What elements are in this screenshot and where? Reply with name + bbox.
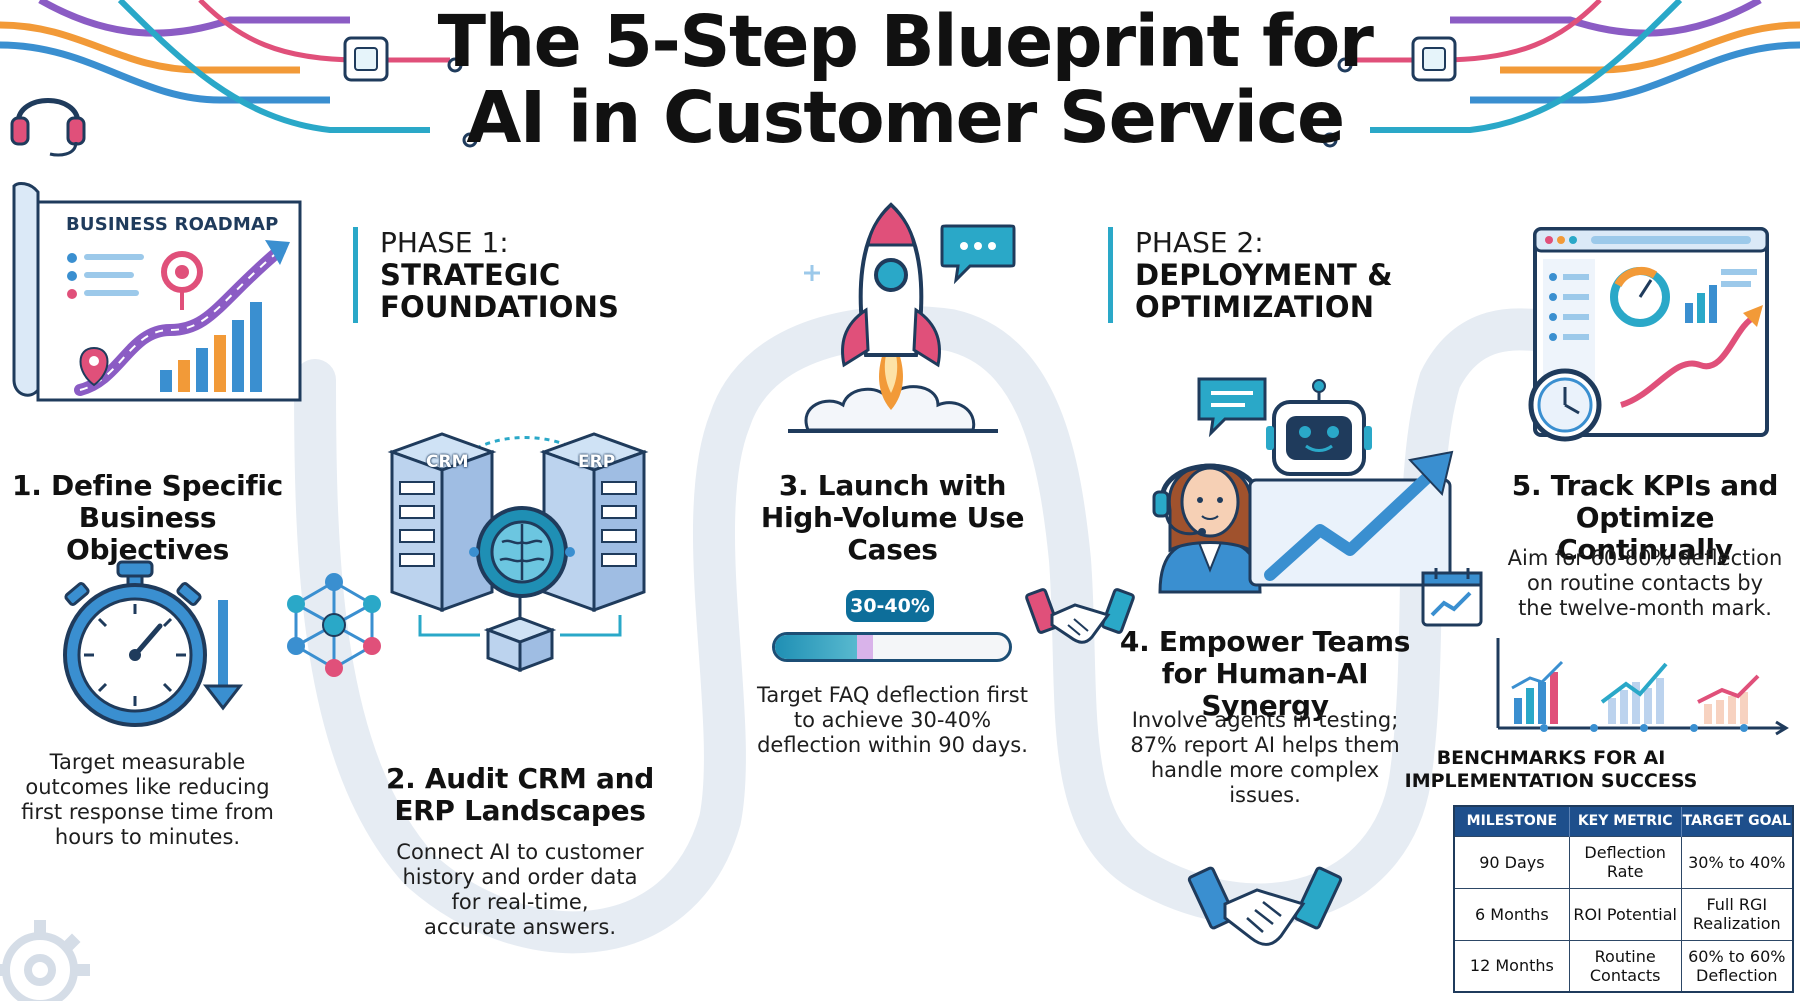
table-row: 12 Months Routine Contacts 60% to 60% De… <box>1453 939 1794 993</box>
step-5-title: 5. Track KPIs and Optimize Continually <box>1490 470 1800 566</box>
phase-1-heading: PHASE 1: STRATEGIC FOUNDATIONS <box>353 227 619 323</box>
table-cell: 30% to 40% <box>1680 835 1794 889</box>
step-5-desc-line-2: on routine contacts by <box>1526 571 1764 595</box>
table-cell: ROI Potential <box>1568 887 1682 941</box>
step-2-description: Connect AI to customer history and order… <box>370 840 670 940</box>
step-3-title-line-3: Cases <box>847 533 938 566</box>
roadmap-label: BUSINESS ROADMAP <box>66 214 279 235</box>
headset-icon <box>10 98 86 157</box>
table-cell: Full RGI Realization <box>1680 887 1794 941</box>
phase-1-label: PHASE 1: <box>380 226 509 259</box>
step-3-title: 3. Launch with High-Volume Use Cases <box>740 470 1045 566</box>
phase-1-name-line-2: FOUNDATIONS <box>380 290 620 324</box>
step-1-title: 1. Define Specific Business Objectives <box>0 470 295 566</box>
title-line-1: The 5-Step Blueprint for <box>437 0 1374 83</box>
step-1-desc-line-3: first response time from <box>21 800 274 824</box>
roadmap-icon <box>12 182 302 402</box>
step-5-description: Aim for 60-80% deflection on routine con… <box>1490 546 1800 621</box>
benchmarks-table: MILESTONE KEY METRIC TARGET GOAL 90 Days… <box>1453 805 1794 993</box>
dashboard-icon <box>1528 227 1769 442</box>
step-3-desc-line-2: to achieve 30-40% <box>793 708 992 732</box>
chat-bubble-icon <box>1197 377 1267 438</box>
table-row: 90 Days Deflection Rate 30% to 40% <box>1453 835 1794 889</box>
step-3-desc-line-3: deflection within 90 days. <box>757 733 1028 757</box>
step-1-title-line-2: Business Objectives <box>66 501 229 566</box>
table-cell: 12 Months <box>1453 939 1570 993</box>
step-2-title: 2. Audit CRM and ERP Landscapes <box>370 763 670 827</box>
calendar-chart-icon <box>1421 568 1483 627</box>
step-2-desc-line-3: for real-time, <box>451 890 589 914</box>
step-1-title-line-1: 1. Define Specific <box>12 469 283 502</box>
handshake-icon <box>1187 866 1343 946</box>
step-2-title-line-2: ERP Landscapes <box>394 794 646 827</box>
benchmarks-title: BENCHMARKS FOR AI IMPLEMENTATION SUCCESS <box>1366 747 1736 793</box>
erp-server-label: ERP <box>578 452 616 472</box>
phase-2-name-line-2: OPTIMIZATION <box>1135 290 1375 324</box>
column-header: MILESTONE <box>1453 806 1570 836</box>
step-5-desc-line-1: Aim for 60-80% deflection <box>1507 546 1783 570</box>
phase-2-name-line-1: DEPLOYMENT & <box>1135 258 1393 292</box>
step-2-desc-line-4: accurate answers. <box>423 915 617 939</box>
progress-bar <box>772 632 1012 662</box>
table-cell: Deflection Rate <box>1568 835 1682 889</box>
step-2-desc-line-2: history and order data <box>402 865 638 889</box>
progress-fill <box>775 635 857 659</box>
column-header: KEY METRIC <box>1568 806 1682 836</box>
step-5-title-line-1: 5. Track KPIs and <box>1511 469 1779 502</box>
page-title: The 5-Step Blueprint for AI in Customer … <box>400 4 1410 156</box>
stopwatch-icon <box>63 560 244 727</box>
step-1-desc-line-2: outcomes like reducing <box>25 775 270 799</box>
step-2-title-line-1: 2. Audit CRM and <box>385 762 655 795</box>
phase-2-label: PHASE 2: <box>1135 226 1264 259</box>
robot-icon <box>1248 379 1454 587</box>
step-4-desc-line-2: 87% report AI helps them <box>1130 733 1400 757</box>
circuit-icon <box>1322 0 1800 148</box>
brain-icon <box>469 506 575 598</box>
step-4-desc-line-4: issues. <box>1229 783 1301 807</box>
step-5-desc-line-3: the twelve-month mark. <box>1518 596 1772 620</box>
table-header-row: MILESTONE KEY METRIC TARGET GOAL <box>1453 806 1793 836</box>
rocket-icon <box>788 202 998 433</box>
progress-label: 30-40% <box>846 590 934 622</box>
step-2-desc-line-1: Connect AI to customer <box>396 840 644 864</box>
crm-server-label: CRM <box>426 452 469 472</box>
step-4-desc-line-3: handle more complex <box>1150 758 1380 782</box>
step-4-title-line-1: 4. Empower Teams <box>1119 625 1411 658</box>
table-cell: 60% to 60% Deflection <box>1680 939 1794 993</box>
phase-1-name-line-1: STRATEGIC <box>380 258 561 292</box>
benchmarks-title-line-2: IMPLEMENTATION SUCCESS <box>1404 770 1698 792</box>
benchmarks-title-line-1: BENCHMARKS FOR AI <box>1436 747 1666 769</box>
step-1-description: Target measurable outcomes like reducing… <box>0 750 295 850</box>
step-4-description: Involve agents in testing; 87% report AI… <box>1105 708 1425 808</box>
step-3-title-line-1: 3. Launch with <box>778 469 1007 502</box>
table-cell: Routine Contacts <box>1568 939 1682 993</box>
step-3-description: Target FAQ deflection first to achieve 3… <box>735 683 1050 758</box>
gear-icon <box>0 920 90 1001</box>
step-1-desc-line-4: hours to minutes. <box>54 825 241 849</box>
progress-fill-accent <box>856 635 874 659</box>
handshake-icon <box>1025 588 1135 644</box>
circuit-icon <box>0 0 478 148</box>
agent-icon <box>1152 463 1268 594</box>
step-3-desc-line-1: Target FAQ deflection first <box>757 683 1028 707</box>
table-cell: 6 Months <box>1453 887 1570 941</box>
step-1-desc-line-1: Target measurable <box>49 750 246 774</box>
phase-2-heading: PHASE 2: DEPLOYMENT & OPTIMIZATION <box>1108 227 1393 323</box>
table-row: 6 Months ROI Potential Full RGI Realizat… <box>1453 887 1794 941</box>
column-header: TARGET GOAL <box>1680 806 1793 836</box>
title-line-2: AI in Customer Service <box>466 76 1345 159</box>
step-4-title: 4. Empower Teams for Human-AI Synergy <box>1105 626 1425 722</box>
step-4-title-line-2: for Human-AI Synergy <box>1161 657 1369 722</box>
step-4-desc-line-1: Involve agents in testing; <box>1131 708 1399 732</box>
table-cell: 90 Days <box>1453 835 1570 889</box>
step-3-title-line-2: High-Volume Use <box>760 501 1025 534</box>
network-icon <box>287 573 381 677</box>
mini-chart-icon <box>1496 638 1789 736</box>
chat-bubble-icon <box>940 224 1016 285</box>
step-5-title-line-2: Optimize Continually <box>1557 501 1733 566</box>
